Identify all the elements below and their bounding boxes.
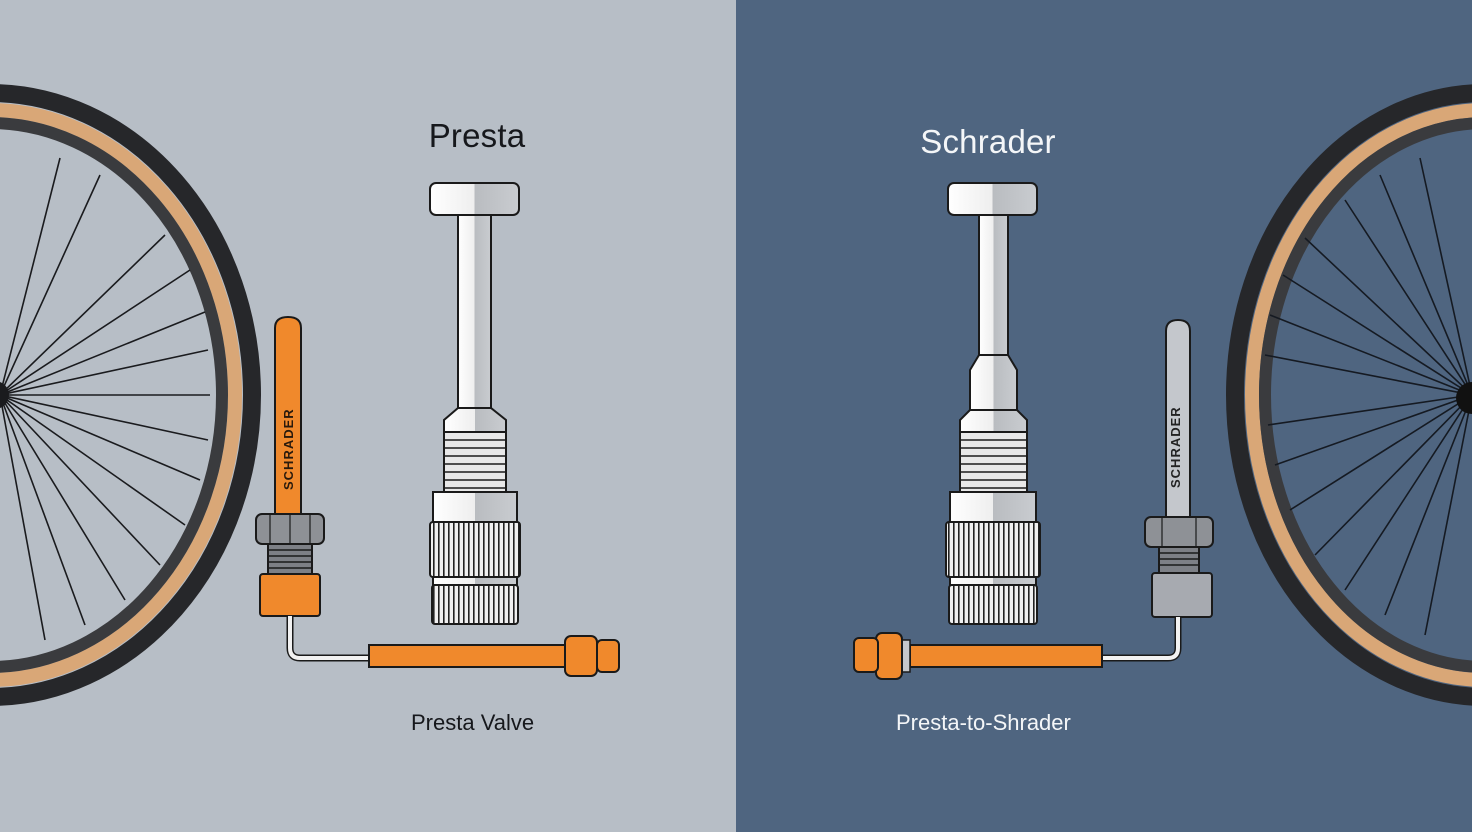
- schrader-adapter-icon: [1144, 318, 1214, 618]
- schrader-title: Schrader: [920, 123, 1056, 160]
- presta-caption: Presta Valve: [411, 710, 535, 735]
- bicycle-wheel-icon: [0, 84, 261, 706]
- presta-valve-icon: [429, 182, 521, 625]
- hose-connector-icon: [853, 617, 1182, 680]
- schrader-adapter-icon: [255, 315, 325, 617]
- presta-valve-icon: [945, 182, 1041, 625]
- bicycle-wheel-icon: [1226, 84, 1472, 706]
- right-adapter-label: SCHRADER: [1168, 406, 1183, 488]
- presta-title: Presta: [428, 117, 526, 154]
- schrader-caption: Presta-to-Shrader: [896, 710, 1071, 735]
- left-adapter-label: SCHRADER: [281, 408, 296, 490]
- hose-connector-icon: [286, 616, 620, 677]
